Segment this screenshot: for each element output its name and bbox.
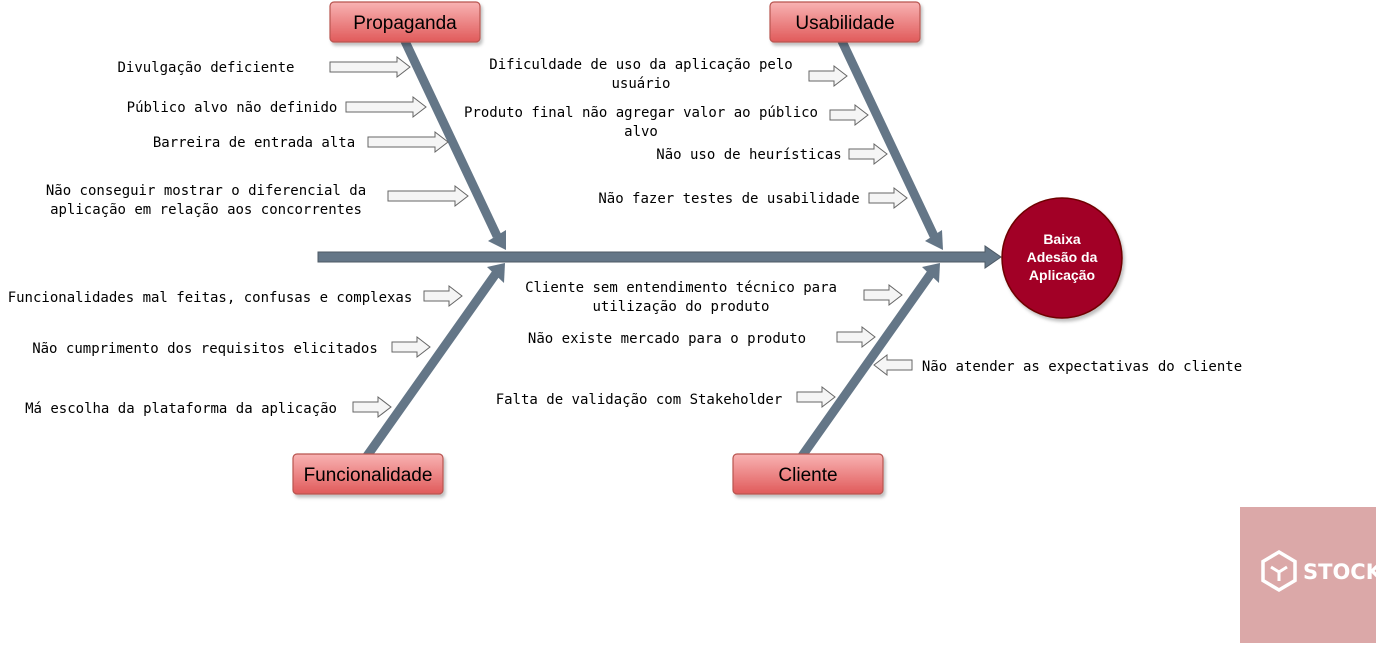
cause-text: Não conseguir mostrar o diferencial da <box>46 183 366 199</box>
category-label-cliente: Cliente <box>778 465 837 486</box>
cause-text: Dificuldade de uso da aplicação pelo <box>489 57 792 73</box>
category-label-usabilidade: Usabilidade <box>795 13 894 34</box>
cause-text: usuário <box>611 76 670 92</box>
cause-arrow <box>387 184 469 208</box>
cause-text: Barreira de entrada alta <box>153 135 355 151</box>
cause-arrow <box>848 142 888 166</box>
effect-node: Baixa Adesão da Aplicação <box>1001 197 1123 319</box>
stock-logo-icon <box>1261 549 1297 593</box>
effect-line-2: Adesão da <box>1027 249 1098 265</box>
main-spine <box>317 245 1002 269</box>
cause-text: Falta de validação com Stakeholder <box>496 392 783 408</box>
category-propaganda: Propaganda <box>329 1 481 43</box>
causes-cliente: Cliente sem entendimento técnico para ut… <box>496 280 1242 408</box>
cause-text: Não existe mercado para o produto <box>528 331 806 347</box>
cause-arrow <box>391 335 431 359</box>
bone-usabilidade <box>835 35 943 250</box>
cause-arrow <box>868 186 908 210</box>
cause-arrow <box>836 325 876 349</box>
cause-arrow <box>808 64 848 88</box>
cause-arrow <box>367 130 449 154</box>
cause-arrow <box>345 95 427 119</box>
category-usabilidade: Usabilidade <box>769 1 921 43</box>
category-label-propaganda: Propaganda <box>353 13 457 34</box>
cause-text: alvo <box>624 124 658 140</box>
cause-text: Funcionalidades mal feitas, confusas e c… <box>8 290 413 306</box>
bone-funcionalidade <box>363 263 505 459</box>
category-funcionalidade: Funcionalidade <box>292 453 444 495</box>
effect-line-3: Aplicação <box>1029 267 1095 283</box>
causes-funcionalidade: Funcionalidades mal feitas, confusas e c… <box>8 290 413 417</box>
category-label-funcionalidade: Funcionalidade <box>304 465 433 486</box>
causes-usabilidade: Dificuldade de uso da aplicação pelo usu… <box>464 57 860 207</box>
cause-text: Não fazer testes de usabilidade <box>598 191 859 207</box>
cause-text: Não atender as expectativas do cliente <box>922 359 1242 375</box>
cause-arrows <box>329 55 913 419</box>
cause-text: Público alvo não definido <box>127 100 338 116</box>
cause-text: Não uso de heurísticas <box>656 147 841 163</box>
cause-arrow <box>796 385 836 409</box>
cause-text: Não cumprimento dos requisitos elicitado… <box>32 341 378 357</box>
cause-arrow <box>829 103 869 127</box>
effect-line-1: Baixa <box>1043 231 1081 247</box>
cause-arrow <box>863 283 903 307</box>
cause-arrow <box>423 284 463 308</box>
bone-cliente <box>798 263 940 459</box>
cause-arrow <box>329 55 411 79</box>
cause-arrow <box>873 353 913 377</box>
cause-arrow <box>352 395 392 419</box>
cause-text: Divulgação deficiente <box>117 60 294 76</box>
watermark-text: STOCK <box>1303 560 1376 584</box>
cause-text: utilização do produto <box>592 299 769 315</box>
cause-text: Cliente sem entendimento técnico para <box>525 280 837 296</box>
bone-propaganda <box>398 35 506 250</box>
causes-propaganda: Divulgação deficiente Público alvo não d… <box>46 60 366 218</box>
cause-text: Má escolha da plataforma da aplicação <box>25 401 337 417</box>
cause-text: Produto final não agregar valor ao públi… <box>464 105 818 121</box>
cause-text: aplicação em relação aos concorrentes <box>50 202 362 218</box>
category-cliente: Cliente <box>732 453 884 495</box>
stock-watermark: STOCK <box>1240 507 1376 643</box>
